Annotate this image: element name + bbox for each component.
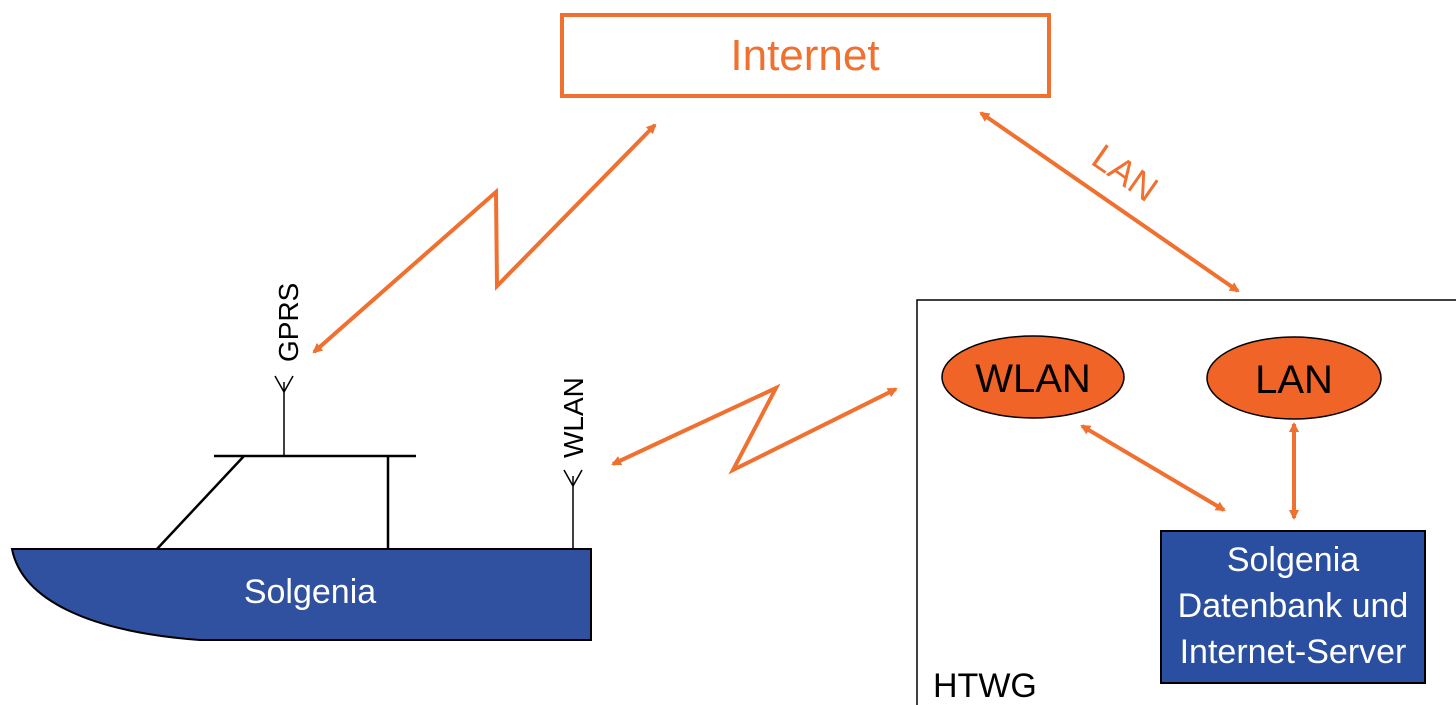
lan-switch: LAN: [1206, 336, 1382, 420]
wlan-server-arrow: [1080, 424, 1226, 512]
server-node: Solgenia Datenbank und Internet-Server: [1160, 530, 1426, 684]
lan-link-label: LAN: [1085, 136, 1166, 210]
wlan-antenna-label: WLAN: [558, 377, 589, 458]
htwg-region: HTWG: [916, 299, 1456, 705]
htwg-label: HTWG: [933, 667, 1037, 705]
server-label-line2: Datenbank und: [1178, 587, 1409, 625]
server-label-line1: Solgenia: [1227, 541, 1359, 579]
gprs-antenna-icon: [274, 375, 294, 456]
internet-label: Internet: [730, 31, 879, 80]
server-label-line3: Internet-Server: [1180, 633, 1407, 671]
boat-label: Solgenia: [244, 573, 376, 611]
boat: Solgenia: [10, 454, 592, 641]
boat-hull: [10, 548, 592, 641]
wlan-ellipse-label: WLAN: [975, 357, 1091, 401]
wlan-antenna-icon: [563, 469, 583, 549]
wlan-access-point: WLAN: [941, 335, 1125, 419]
gprs-link-arrow: [312, 123, 657, 354]
lan-ellipse-label: LAN: [1255, 358, 1333, 402]
internet-node: Internet: [560, 13, 1051, 98]
wlan-link-arrow: [611, 383, 898, 475]
gprs-antenna-label: GPRS: [273, 283, 304, 362]
lan-link-arrow: [979, 111, 1240, 293]
